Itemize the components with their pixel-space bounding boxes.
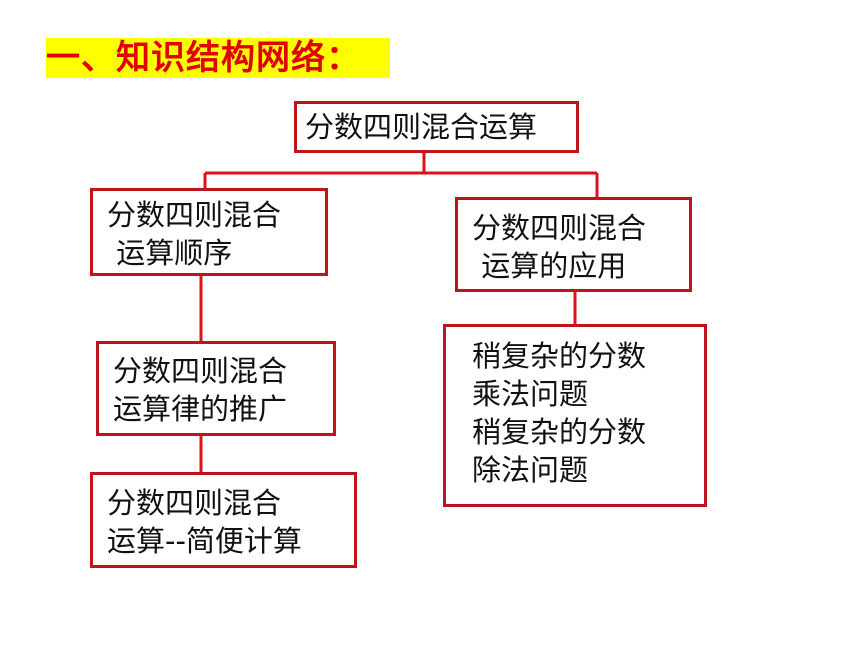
node-laws-extension-line-1: 分数四则混合: [113, 354, 288, 388]
node-application-line-2: 运算的应用: [472, 249, 627, 283]
node-simple-calculation-line-1: 分数四则混合: [107, 486, 282, 520]
node-word-problems: 稍复杂的分数 乘法问题 稍复杂的分数 除法问题: [443, 324, 707, 507]
node-simple-calculation: 分数四则混合 运算--简便计算: [90, 472, 357, 568]
node-word-problems-line-1: 稍复杂的分数: [472, 339, 647, 373]
node-application-line-1: 分数四则混合: [472, 211, 647, 245]
node-simple-calculation-line-2: 运算--简便计算: [107, 524, 302, 558]
section-heading: 一、知识结构网络：: [46, 38, 390, 78]
node-root: 分数四则混合运算: [294, 101, 579, 153]
node-operation-order-line-1: 分数四则混合: [107, 198, 282, 232]
node-word-problems-line-4: 除法问题: [472, 453, 589, 487]
node-laws-extension-line-2: 运算律的推广: [113, 392, 288, 426]
node-operation-order-line-2: 运算顺序: [107, 236, 233, 270]
node-laws-extension: 分数四则混合 运算律的推广: [96, 341, 336, 436]
node-root-line-1: 分数四则混合运算: [305, 110, 538, 144]
node-operation-order: 分数四则混合 运算顺序: [90, 188, 328, 276]
node-application: 分数四则混合 运算的应用: [455, 197, 692, 292]
node-word-problems-line-3: 稍复杂的分数: [472, 415, 647, 449]
node-word-problems-line-2: 乘法问题: [472, 377, 589, 411]
